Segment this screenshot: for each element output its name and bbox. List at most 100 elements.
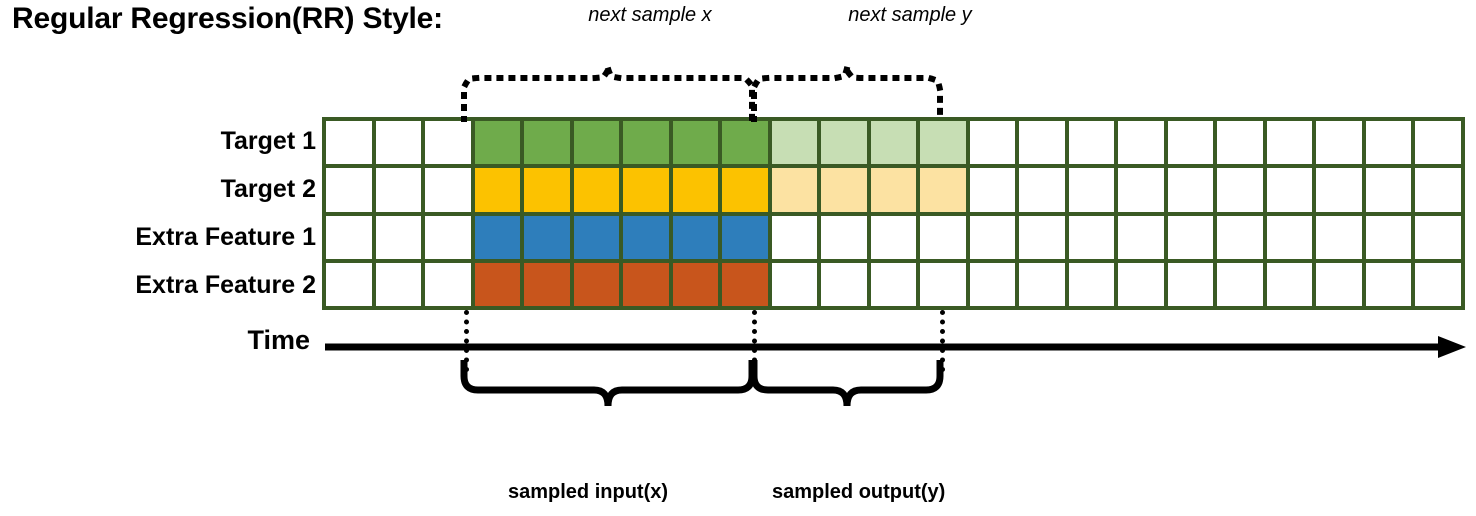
grid-cell-r1-c14 <box>969 121 1016 165</box>
grid-cell-r4-c8 <box>672 262 719 306</box>
grid-cell-r1-c10 <box>771 121 818 165</box>
grid-cell-r3-c6 <box>573 215 620 259</box>
grid-cell-r1-c3 <box>425 121 471 165</box>
brace-path-next-sample-x <box>461 65 755 122</box>
grid-cell-r2-c16 <box>1068 168 1115 212</box>
grid-cell-r1-c16 <box>1068 121 1115 165</box>
grid-cell-r4-c7 <box>623 262 669 306</box>
grid-cell-r1-c18 <box>1167 121 1214 165</box>
grid-cell-r1-c1 <box>326 121 372 165</box>
grid-row <box>326 215 1461 259</box>
grid-cell-r2-c14 <box>969 168 1016 212</box>
grid-cell-r4-c12 <box>870 262 917 306</box>
grid-cell-r4-c23 <box>1415 262 1461 306</box>
grid-cell-r2-c6 <box>573 168 620 212</box>
grid-cell-r4-c16 <box>1068 262 1115 306</box>
grid-cell-r4-c14 <box>969 262 1016 306</box>
caption-sampled-input: sampled input(x) lookback=6 input_featur… <box>508 422 711 516</box>
grid-cell-r3-c11 <box>821 215 867 259</box>
grid-cell-r1-c4 <box>474 121 521 165</box>
grid-cell-r3-c9 <box>722 215 768 259</box>
grid-cell-r4-c18 <box>1167 262 1214 306</box>
grid-cell-r4-c22 <box>1365 262 1412 306</box>
grid-cell-r1-c23 <box>1415 121 1461 165</box>
grid-cell-r1-c12 <box>870 121 917 165</box>
grid-cell-r2-c15 <box>1019 168 1065 212</box>
grid-cell-r4-c1 <box>326 262 372 306</box>
grid-row <box>326 168 1461 212</box>
grid-cell-r2-c11 <box>821 168 867 212</box>
grid-cell-r2-c21 <box>1316 168 1362 212</box>
grid-cell-r1-c6 <box>573 121 620 165</box>
grid-cell-r2-c3 <box>425 168 471 212</box>
grid-cell-r2-c23 <box>1415 168 1461 212</box>
grid-cell-r1-c11 <box>821 121 867 165</box>
caption-input-line-1: sampled input(x) <box>508 481 669 503</box>
top-dotted-braces <box>461 65 943 122</box>
grid-cell-r1-c22 <box>1365 121 1412 165</box>
guide-line-input-start <box>464 310 469 372</box>
brace-path-next-sample-y <box>751 65 943 122</box>
grid-cell-r1-c9 <box>722 121 768 165</box>
grid-cell-r3-c22 <box>1365 215 1412 259</box>
grid-cell-r4-c10 <box>771 262 818 306</box>
guide-line-output-end <box>940 310 945 372</box>
grid-cell-r1-c20 <box>1266 121 1313 165</box>
grid-cell-r3-c1 <box>326 215 372 259</box>
grid-cell-r1-c13 <box>920 121 966 165</box>
row-label-target-1: Target 1 <box>220 127 316 155</box>
grid-cell-r4-c21 <box>1316 262 1362 306</box>
grid-cell-r4-c17 <box>1118 262 1164 306</box>
grid-cell-r3-c2 <box>375 215 422 259</box>
grid-cell-r3-c14 <box>969 215 1016 259</box>
grid-cell-r1-c17 <box>1118 121 1164 165</box>
grid-cell-r2-c18 <box>1167 168 1214 212</box>
row-label-extra-feature-1: Extra Feature 1 <box>135 223 316 251</box>
grid-cell-r3-c23 <box>1415 215 1461 259</box>
grid-cell-r2-c2 <box>375 168 422 212</box>
grid-cell-r2-c22 <box>1365 168 1412 212</box>
grid-cell-r3-c19 <box>1217 215 1263 259</box>
caption-sampled-output: sampled output(y) horizon=4 output_featu… <box>772 422 988 516</box>
grid-cell-r4-c5 <box>524 262 570 306</box>
grid-cell-r1-c21 <box>1316 121 1362 165</box>
grid-cell-r4-c6 <box>573 262 620 306</box>
grid-cell-r3-c3 <box>425 215 471 259</box>
grid-cell-r3-c5 <box>524 215 570 259</box>
grid-cell-r3-c16 <box>1068 215 1115 259</box>
grid-cell-r1-c8 <box>672 121 719 165</box>
page-title: Regular Regression(RR) Style: <box>12 2 443 35</box>
grid-cell-r3-c21 <box>1316 215 1362 259</box>
time-axis-label: Time <box>247 325 310 355</box>
grid-cell-r3-c12 <box>870 215 917 259</box>
grid-cell-r3-c13 <box>920 215 966 259</box>
timeline-grid <box>322 117 1465 310</box>
grid-cell-r2-c1 <box>326 168 372 212</box>
grid-cell-r4-c20 <box>1266 262 1313 306</box>
brace-path-sampled-output <box>750 360 944 407</box>
grid-cell-r3-c4 <box>474 215 521 259</box>
grid-cell-r4-c4 <box>474 262 521 306</box>
grid-cell-r4-c9 <box>722 262 768 306</box>
annotation-next-sample-y: next sample y <box>848 4 972 26</box>
brace-path-sampled-input <box>460 360 756 407</box>
grid-row <box>326 262 1461 306</box>
grid-cell-r1-c7 <box>623 121 669 165</box>
grid-cell-r3-c18 <box>1167 215 1214 259</box>
annotation-next-sample-x: next sample x <box>588 4 712 26</box>
grid-cell-r1-c15 <box>1019 121 1065 165</box>
time-axis-arrow <box>325 336 1466 358</box>
grid-cell-r3-c15 <box>1019 215 1065 259</box>
grid-cell-r2-c13 <box>920 168 966 212</box>
grid-cell-r2-c19 <box>1217 168 1263 212</box>
guide-line-input-end <box>752 310 757 372</box>
grid-cell-r4-c15 <box>1019 262 1065 306</box>
grid-cell-r4-c11 <box>821 262 867 306</box>
row-label-extra-feature-2: Extra Feature 2 <box>135 271 316 299</box>
grid-cell-r2-c17 <box>1118 168 1164 212</box>
grid-cell-r2-c5 <box>524 168 570 212</box>
grid-cell-r3-c20 <box>1266 215 1313 259</box>
bottom-solid-braces <box>460 360 944 407</box>
grid-cell-r2-c9 <box>722 168 768 212</box>
grid-cell-r2-c4 <box>474 168 521 212</box>
